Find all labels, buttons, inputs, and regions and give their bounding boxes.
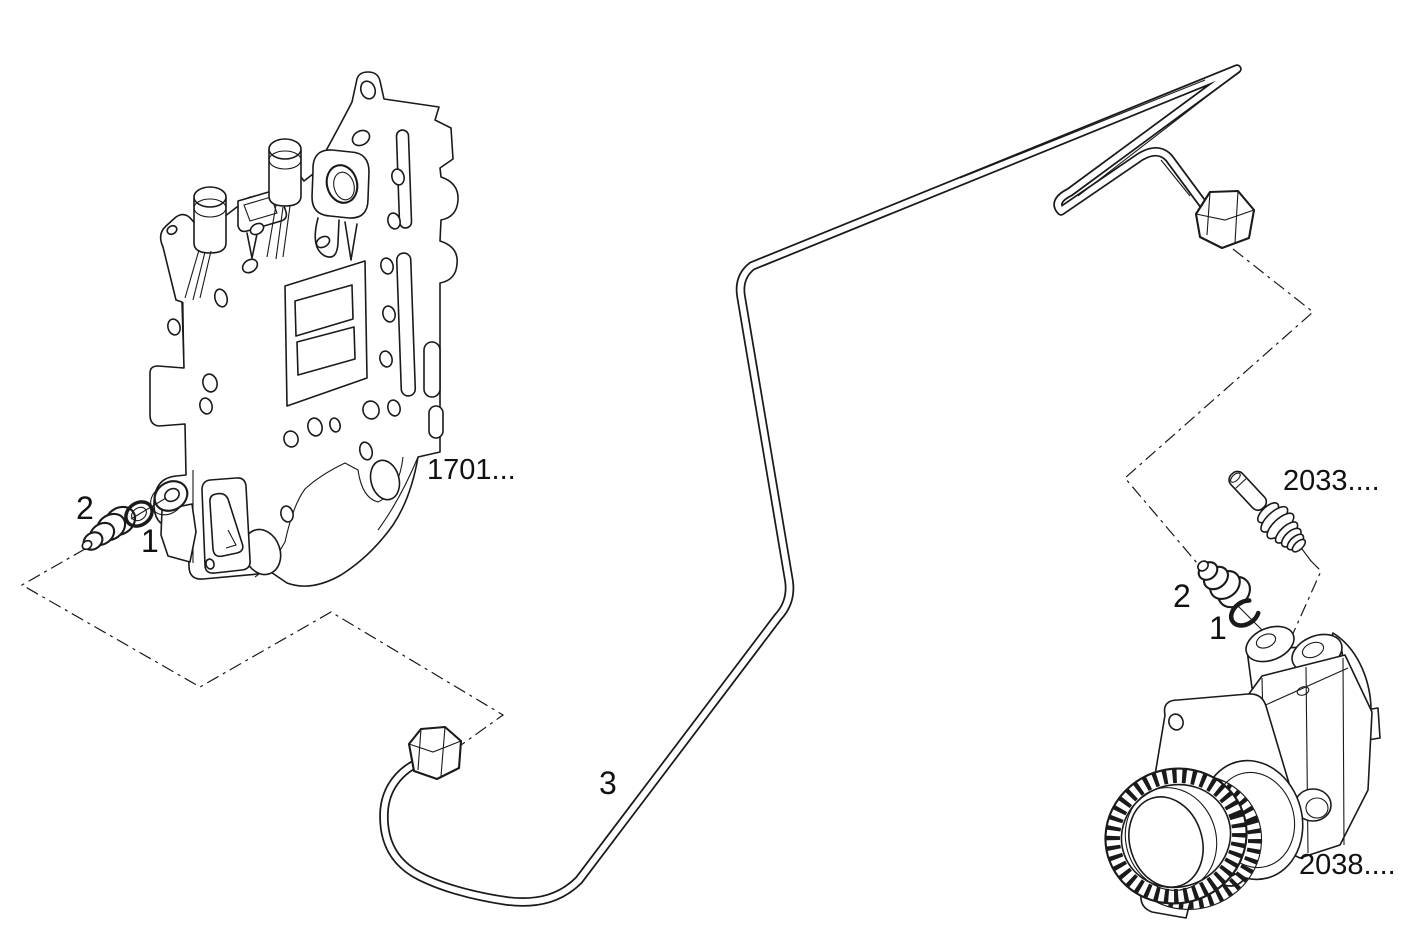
slot-hole xyxy=(423,341,441,398)
bar-opening-inner xyxy=(243,196,278,222)
ear-hole xyxy=(325,164,359,204)
port-hole xyxy=(1255,633,1277,649)
tube-nut-left xyxy=(407,725,463,781)
callout-tube: 3 xyxy=(599,765,617,801)
fuel-pump xyxy=(1104,625,1381,919)
label-plate-window xyxy=(296,326,356,376)
label-pump-ref: 2038.... xyxy=(1299,849,1396,881)
sensor-tip xyxy=(1230,472,1241,483)
slot-hole xyxy=(395,252,417,397)
mount-boss xyxy=(268,149,302,207)
slot-hole xyxy=(428,405,444,439)
right-leader-line xyxy=(1124,248,1314,564)
ear-pendant xyxy=(314,217,340,258)
gasket-window xyxy=(209,492,244,558)
mount-boss-ring xyxy=(193,198,227,218)
arm-hole xyxy=(166,224,178,236)
boss-block xyxy=(160,503,197,563)
o-ring-inner xyxy=(131,506,147,522)
right-fitting-assembly xyxy=(1197,560,1262,628)
mount-stud-lines xyxy=(184,249,212,301)
plate-bottom-contour xyxy=(254,456,404,578)
drive-gear xyxy=(1104,767,1263,911)
tab-hole xyxy=(359,80,377,100)
ear-spike xyxy=(344,221,358,261)
fitting-plug xyxy=(1197,560,1251,609)
left-leader-line xyxy=(20,548,505,746)
sensor-leader-line xyxy=(1290,559,1322,639)
tube-nut-right xyxy=(1194,189,1256,250)
sensor-probe xyxy=(1228,470,1268,512)
callout-fitting-left: 2 xyxy=(76,490,94,526)
label-sensor-ref: 2033.... xyxy=(1283,465,1380,497)
fuel-tube xyxy=(379,64,1256,907)
tube-inner xyxy=(380,66,1240,905)
port-hole xyxy=(1301,641,1325,659)
snap-ring xyxy=(1228,598,1262,628)
flange-bolt-hole xyxy=(1168,713,1184,731)
label-plate-ref: 1701... xyxy=(427,454,516,486)
bar-spike xyxy=(246,232,258,259)
gear-bore xyxy=(1128,796,1204,888)
port-boss xyxy=(1245,625,1295,663)
left-axis-line xyxy=(130,497,167,520)
tube-highlight xyxy=(959,70,1241,197)
gear-chamfer xyxy=(1124,787,1218,891)
mount-boss-top xyxy=(268,138,302,160)
mount-boss-top xyxy=(193,186,227,208)
label-plate-window xyxy=(294,284,354,337)
labels: 2 1 1701... 3 2033.... 2 1 2038.... xyxy=(76,454,1396,881)
left-fitting-assembly xyxy=(81,497,167,551)
mount-boss-ring xyxy=(268,150,302,170)
fitting-plug xyxy=(81,505,137,551)
callout-fitting-right: 2 xyxy=(1173,578,1191,614)
gasket-hole xyxy=(205,558,215,570)
callout-seal-right: 1 xyxy=(1209,610,1227,646)
gasket-cover xyxy=(201,477,251,574)
gasket-window-step xyxy=(225,529,237,549)
ear-hole-inner xyxy=(333,171,355,201)
o-ring xyxy=(124,500,154,528)
big-oval-hole xyxy=(369,459,401,501)
mount-stud-lines xyxy=(266,204,291,260)
temperature-sensor xyxy=(1228,470,1307,553)
callout-seal-left: 1 xyxy=(141,523,159,559)
ecu-plate xyxy=(149,71,459,587)
